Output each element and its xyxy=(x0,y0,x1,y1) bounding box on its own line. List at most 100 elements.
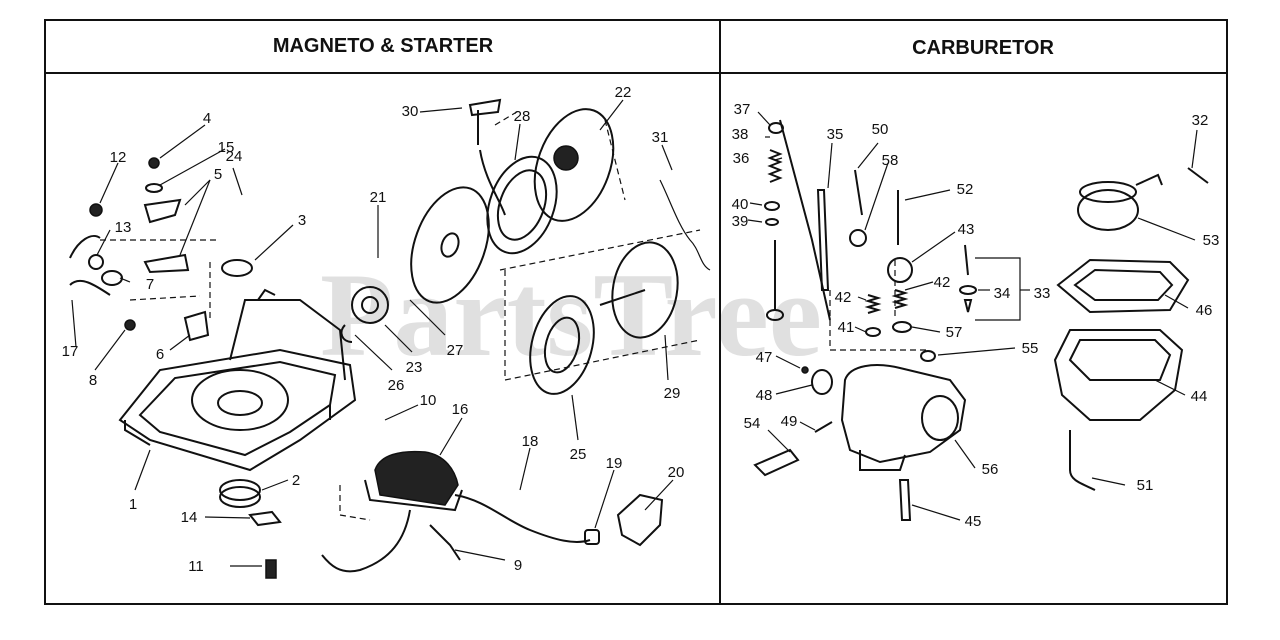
callout-24: 24 xyxy=(226,148,243,165)
callout-37: 37 xyxy=(734,101,751,118)
float-part xyxy=(1077,189,1139,231)
callout-7: 7 xyxy=(146,276,154,293)
callout-23: 23 xyxy=(406,359,423,376)
ground-clip-part xyxy=(429,524,461,561)
callout-39: 39 xyxy=(732,213,749,230)
callout-16: 16 xyxy=(452,401,469,418)
spark-plug-wire-part xyxy=(454,494,591,543)
leader-lines xyxy=(71,99,1198,567)
callout-46: 46 xyxy=(1196,302,1213,319)
spark-plug-boot-part xyxy=(584,529,600,545)
callout-42b: 42 xyxy=(934,274,951,291)
bracket-5b-part xyxy=(143,253,190,274)
bracket-5a-part xyxy=(143,198,182,224)
callout-48: 48 xyxy=(756,387,773,404)
screw-49-part xyxy=(814,421,833,433)
callout-53: 53 xyxy=(1203,232,1220,249)
base-plate-part xyxy=(118,288,357,472)
starter-rope-part xyxy=(479,149,506,216)
callout-32: 32 xyxy=(1192,112,1209,129)
callout-13: 13 xyxy=(115,219,132,236)
starter-pulley-part xyxy=(410,186,490,304)
callout-20: 20 xyxy=(668,464,685,481)
retaining-ring-part xyxy=(340,324,353,343)
callout-38: 38 xyxy=(732,126,749,143)
gear-58-part xyxy=(849,229,867,247)
callout-43: 43 xyxy=(958,221,975,238)
spring-42b-part xyxy=(891,289,909,309)
watermark: PartsTree xyxy=(320,248,822,381)
throttle-shaft-part xyxy=(779,119,831,321)
callout-9: 9 xyxy=(514,557,522,574)
callout-19: 19 xyxy=(606,455,623,472)
hex-bolt-part xyxy=(265,559,277,579)
carburetor-header: CARBURETOR xyxy=(912,37,1054,59)
bolt-45-part xyxy=(898,479,912,521)
callout-35: 35 xyxy=(827,126,844,143)
seat-34-part xyxy=(959,285,977,295)
plate-48-part xyxy=(811,369,833,395)
screw-47-part xyxy=(801,366,809,374)
washer-57-part xyxy=(892,321,912,333)
callout-8: 8 xyxy=(89,372,97,389)
bracket-33-leader xyxy=(975,257,1021,321)
ground-lead-part xyxy=(321,509,411,573)
callout-33: 33 xyxy=(1034,285,1051,302)
callout-42a: 42 xyxy=(835,289,852,306)
magneto-starter-parts xyxy=(69,98,711,579)
inlet-valve-part xyxy=(964,244,969,276)
spring-42a-part xyxy=(864,294,882,314)
washer-15-part xyxy=(145,183,163,193)
callout-41: 41 xyxy=(838,319,855,336)
nut-7-part xyxy=(101,270,123,286)
rotating-screen-part xyxy=(611,241,679,339)
callout-26: 26 xyxy=(388,377,405,394)
callout-28: 28 xyxy=(514,108,531,125)
callout-21: 21 xyxy=(370,189,387,206)
callout-58: 58 xyxy=(882,152,899,169)
callout-5: 5 xyxy=(214,166,222,183)
callout-11: 11 xyxy=(188,558,204,575)
gear-43-part xyxy=(887,257,913,283)
screw-8-part xyxy=(124,319,136,331)
tube-part xyxy=(816,189,830,291)
callout-30: 30 xyxy=(402,103,419,120)
callout-14: 14 xyxy=(181,509,198,526)
starter-cup-part xyxy=(221,259,253,277)
ignition-module-part xyxy=(364,450,463,512)
float-pin-part xyxy=(1187,167,1209,184)
washer-41-part xyxy=(865,327,881,337)
fuel-pipe-part xyxy=(1069,430,1096,491)
magneto-starter-header: MAGNETO & STARTER xyxy=(273,35,494,57)
callout-2: 2 xyxy=(292,472,300,489)
callout-17: 17 xyxy=(62,343,79,360)
callout-31: 31 xyxy=(652,129,669,146)
callout-10: 10 xyxy=(420,392,437,409)
callout-22: 22 xyxy=(615,84,632,101)
starter-housing-part xyxy=(533,108,615,222)
callout-34: 34 xyxy=(994,285,1011,302)
lead-wire-part xyxy=(69,235,101,259)
callout-15: 15 xyxy=(218,139,235,156)
carburetor-body-part xyxy=(840,364,967,464)
diagram-frame xyxy=(44,19,1228,605)
bushing-part xyxy=(219,479,261,501)
callout-51: 51 xyxy=(1137,477,1154,494)
starter-gear-part xyxy=(351,286,389,324)
insulating-washer-part xyxy=(248,510,282,527)
seal-40-part xyxy=(764,201,780,211)
wire-17-part xyxy=(69,279,111,296)
callout-52: 52 xyxy=(957,181,974,198)
callout-4: 4 xyxy=(203,110,211,127)
starter-handle-part xyxy=(468,98,502,145)
callout-1: 1 xyxy=(129,496,137,513)
callout-44: 44 xyxy=(1191,388,1208,405)
needle-tip-part xyxy=(963,299,973,313)
callout-3: 3 xyxy=(298,212,306,229)
callout-56: 56 xyxy=(982,461,999,478)
ground-switch-part xyxy=(183,310,210,342)
callout-18: 18 xyxy=(522,433,539,450)
spark-plug-terminal-part xyxy=(616,493,664,547)
seal-39-part xyxy=(765,218,779,226)
bracket-31-leader xyxy=(659,179,711,271)
